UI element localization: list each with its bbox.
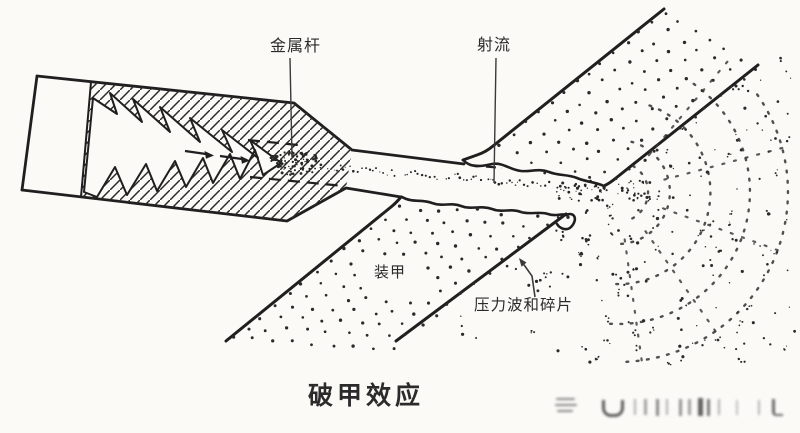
- lower-armor-front-edge: [224, 195, 403, 343]
- watermark-bar: [644, 399, 647, 415]
- lower-armor-stipple: [231, 204, 560, 351]
- penetration-hole-bottom-edge: [400, 195, 577, 231]
- watermark-bar: [679, 399, 682, 416]
- upper-armor-stipple: [497, 12, 757, 202]
- watermark-bar: [736, 400, 738, 415]
- jet-stream-stipple: [319, 164, 652, 202]
- watermark-bar: [707, 399, 710, 416]
- watermark-l-glyph: [772, 399, 783, 416]
- label-armor: 装甲: [374, 264, 407, 281]
- fragment-speckles: [460, 56, 797, 366]
- watermark-bar: [634, 399, 636, 415]
- penetration-hole-top-edge: [461, 158, 606, 188]
- metal-rod-slug-stipple: [269, 150, 323, 176]
- watermark: [550, 391, 795, 425]
- watermark-bar: [698, 398, 703, 416]
- jet-leader-line: [493, 57, 497, 184]
- label-jet: 射流: [477, 37, 512, 54]
- collapse-arrows: [184, 149, 250, 164]
- lower-armor-back-edge: [394, 212, 568, 343]
- pressure-wave-arrow: [521, 261, 536, 298]
- watermark-bar: [656, 399, 659, 416]
- upper-armor-plate: [461, 7, 760, 188]
- label-pressure-wave-and-fragments: 压力波和碎片: [474, 297, 574, 314]
- pressure-wave-arrowhead: [519, 258, 527, 267]
- metal-rod-leader-line: [289, 57, 293, 158]
- watermark-u-glyph: [602, 400, 624, 417]
- label-metal-rod: 金属杆: [270, 38, 322, 55]
- watermark-bar: [758, 400, 760, 415]
- watermark-bar: [666, 399, 668, 415]
- pressure-wave-arcs: [605, 82, 790, 364]
- watermark-bar: [688, 399, 691, 415]
- leader-lines: [289, 57, 536, 298]
- explosive-left-boundary: [80, 81, 92, 198]
- watermark-bar: [718, 399, 720, 415]
- figure-caption: 破甲效应: [308, 383, 425, 410]
- liner-dashed-lines: [247, 138, 345, 188]
- upper-armor-back-edge: [602, 63, 760, 188]
- fragment-rays: [623, 54, 791, 370]
- liner-cavity-zigzag: [83, 92, 282, 198]
- upper-armor-front-edge: [461, 7, 666, 162]
